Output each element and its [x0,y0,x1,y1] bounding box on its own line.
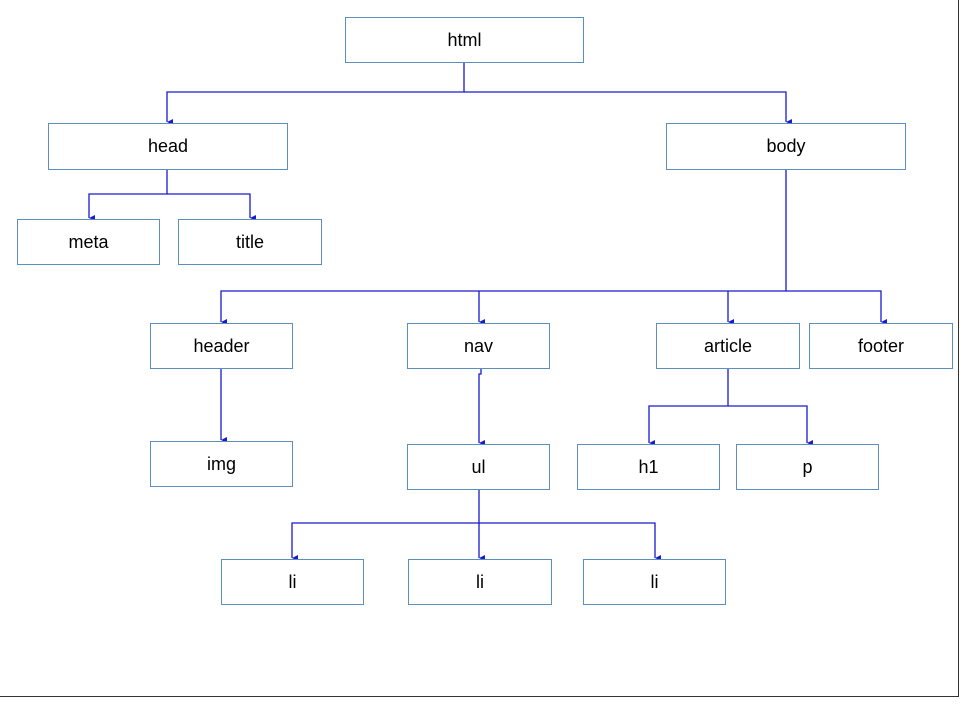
connector-body-footer [786,290,887,325]
node-h1: h1 [577,444,720,490]
connector-article-p [728,405,813,446]
node-footer: footer [809,323,953,369]
node-body: body [666,123,906,170]
connector-html-body [464,91,792,125]
node-html: html [345,17,584,63]
node-li-2: li [408,559,552,605]
node-head: head [48,123,288,170]
node-article: article [656,323,800,369]
node-p: p [736,444,879,490]
connector-html-head [166,62,465,125]
connector-body-header [220,169,787,325]
node-header: header [150,323,293,369]
connector-head-title [167,193,256,221]
slide-frame [0,0,959,697]
node-li-1: li [221,559,364,605]
node-img: img [150,441,293,487]
node-ul: ul [407,444,550,490]
connector-article-h1 [648,369,729,446]
node-meta: meta [17,219,160,265]
node-title: title [178,219,322,265]
connector-head-meta [88,169,168,221]
connector-nav-ul [478,369,485,446]
connector-ul-li-1 [291,489,480,561]
connector-ul-li-3 [479,522,661,561]
node-li-3: li [583,559,726,605]
node-nav: nav [407,323,550,369]
